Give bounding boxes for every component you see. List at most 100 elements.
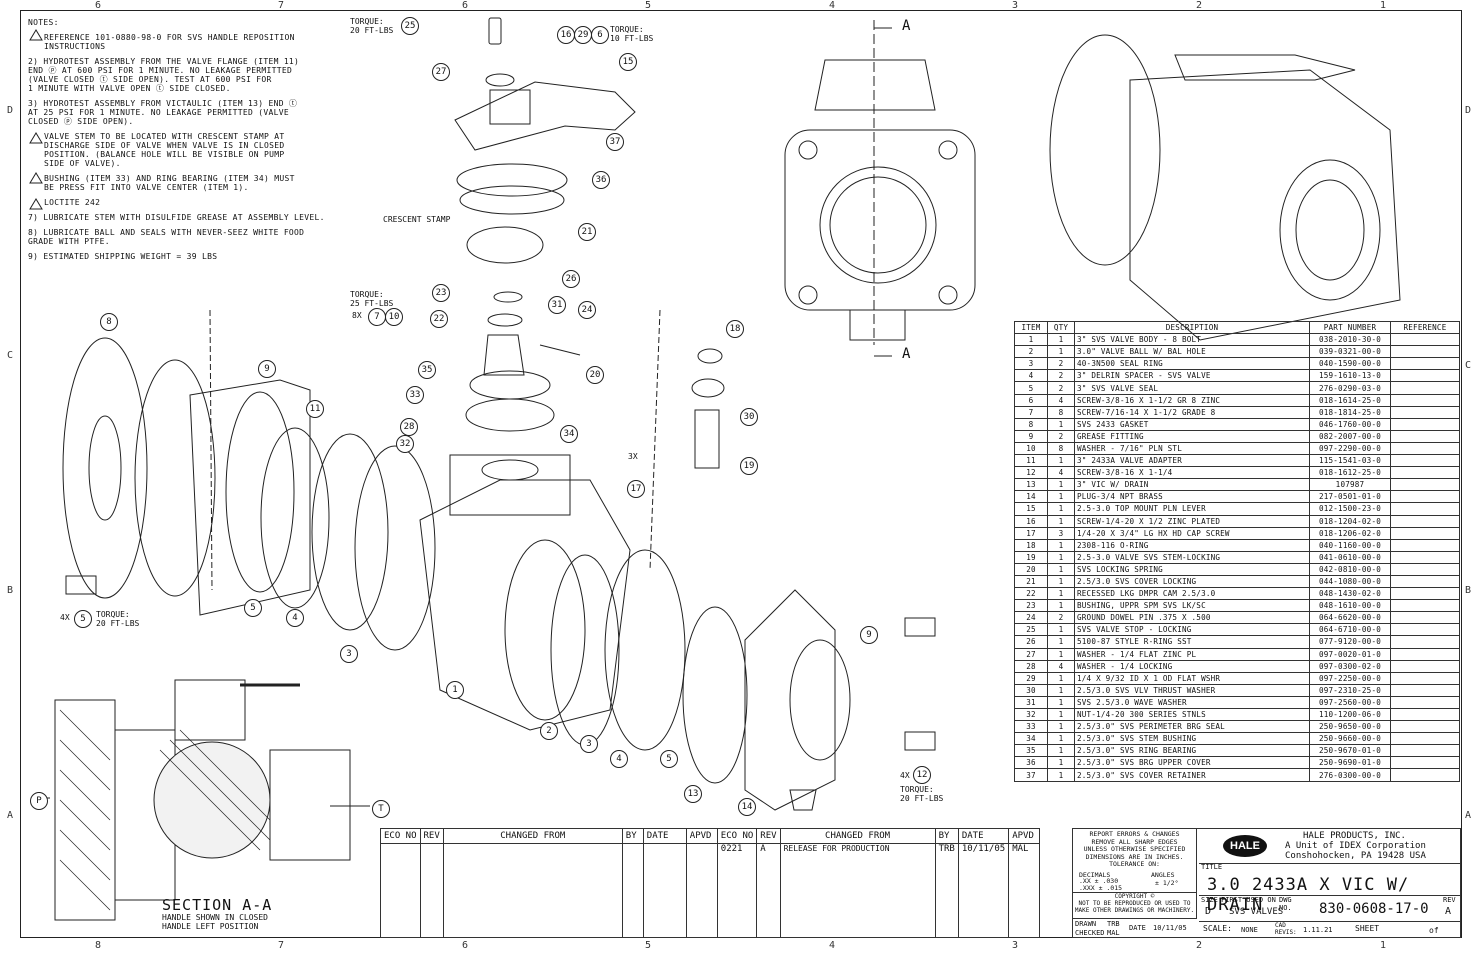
bom-qty: 1 bbox=[1047, 514, 1075, 528]
balloon-8: 8 bbox=[100, 313, 118, 331]
note-1: REFERENCE 101-0880-98-0 FOR SVS HANDLE R… bbox=[44, 33, 295, 51]
zone-right-a: A bbox=[1465, 810, 1472, 821]
bom-part-number: 018-1204-02-0 bbox=[1309, 514, 1391, 528]
torque-callout-lever: TORQUE: 10 FT-LBS bbox=[610, 25, 654, 43]
qty-3x: 3X bbox=[628, 452, 638, 461]
balloon-29: 29 bbox=[574, 26, 592, 44]
section-flange bbox=[54, 699, 116, 921]
balloon-9-right: 9 bbox=[860, 626, 878, 644]
balloon-5-left: 5 bbox=[244, 599, 262, 617]
scale-value: NONE bbox=[1241, 926, 1258, 934]
bom-part-number: 250-9690-01-0 bbox=[1309, 756, 1391, 770]
bom-item: 15 bbox=[1014, 502, 1048, 516]
bom-qty: 3 bbox=[1047, 526, 1075, 540]
bom-part-number: 110-1200-06-0 bbox=[1309, 707, 1391, 722]
company-city: Conshohocken, PA 19428 USA bbox=[1285, 851, 1426, 861]
bom-item: 37 bbox=[1014, 768, 1048, 782]
section-title: SECTION A-A bbox=[162, 896, 273, 914]
bom-part-number: 048-1610-00-0 bbox=[1309, 599, 1391, 613]
bom-reference bbox=[1390, 550, 1460, 564]
balloon-3-right: 3 bbox=[580, 735, 598, 753]
bom-part-number: 250-9670-01-0 bbox=[1309, 744, 1391, 758]
bom-part-number: 048-1430-02-0 bbox=[1309, 587, 1391, 601]
bom-item: 9 bbox=[1014, 429, 1048, 443]
bom-qty: 8 bbox=[1047, 405, 1075, 419]
bom-part-number: 159-1610-13-0 bbox=[1309, 369, 1391, 383]
bom-description: PLUG-3/4 NPT BRASS bbox=[1074, 490, 1310, 504]
note-6: LOCTITE 242 bbox=[44, 198, 101, 207]
bom-item: 12 bbox=[1014, 466, 1048, 480]
front-view-handle bbox=[814, 59, 936, 111]
bom-description: 2.5/3.0" SVS COVER RETAINER bbox=[1074, 768, 1310, 782]
cad-revision-value: 1.11.21 bbox=[1303, 926, 1333, 934]
bom-description: 3" DELRIN SPACER - SVS VALVE bbox=[1074, 369, 1310, 383]
bom-part-number: 041-0610-00-0 bbox=[1309, 550, 1391, 564]
bom-description: 40-3N500 SEAL RING bbox=[1074, 357, 1310, 371]
bom-reference bbox=[1390, 695, 1460, 710]
size-label: SIZE bbox=[1201, 896, 1218, 904]
spacer-left bbox=[311, 433, 389, 631]
note-4: VALVE STEM TO BE LOCATED WITH CRESCENT S… bbox=[44, 132, 285, 168]
bom-qty: 4 bbox=[1047, 466, 1075, 480]
zone-top-8: 6 bbox=[95, 0, 102, 11]
bom-header-reference: REFERENCE bbox=[1390, 320, 1460, 335]
bom-item: 5 bbox=[1014, 381, 1048, 395]
revision-header-row: ECO NO REV CHANGED FROM BY DATE APVD ECO… bbox=[380, 828, 1041, 844]
revision-table: ECO NO REV CHANGED FROM BY DATE APVD ECO… bbox=[380, 828, 1041, 938]
bom-item: 14 bbox=[1014, 490, 1048, 504]
bom-reference bbox=[1390, 417, 1460, 431]
rev-h-date-2: DATE bbox=[957, 828, 1010, 844]
rev-h-changed: CHANGED FROM bbox=[442, 828, 623, 844]
bom-description: 2.5/3.0 SVS VLV THRUST WASHER bbox=[1074, 683, 1310, 697]
balloon-7: 7 bbox=[368, 308, 386, 326]
bom-description: WASHER - 7/16" PLN STL bbox=[1074, 441, 1310, 456]
iso-victaulic bbox=[1279, 159, 1381, 301]
bom-description: 5100-87 STYLE R-RING SST bbox=[1074, 635, 1310, 649]
balloon-3: 3 bbox=[340, 645, 358, 663]
note-flag-icon bbox=[29, 198, 43, 210]
bom-part-number: 097-2310-25-0 bbox=[1309, 683, 1391, 697]
bom-part-number: 250-9650-00-0 bbox=[1309, 720, 1391, 734]
bom-description: 2.5-3.0 VALVE SVS STEM-LOCKING bbox=[1074, 550, 1310, 564]
balloon-28: 28 bbox=[400, 418, 418, 436]
locking-cam bbox=[483, 334, 525, 376]
angles-label: ANGLES bbox=[1151, 871, 1175, 879]
balloon-23: 23 bbox=[432, 284, 450, 302]
iso-handle bbox=[1174, 54, 1356, 81]
balloon-16: 16 bbox=[557, 26, 575, 44]
bom-qty: 4 bbox=[1047, 659, 1075, 673]
bom-part-number: 276-0290-03-0 bbox=[1309, 381, 1391, 395]
section-marker-top: A bbox=[902, 18, 911, 34]
bom-reference bbox=[1390, 647, 1460, 661]
bom-item: 17 bbox=[1014, 526, 1048, 540]
bom-part-number: 097-2290-00-0 bbox=[1309, 441, 1391, 456]
crescent-stamp-label: CRESCENT STAMP bbox=[383, 215, 451, 224]
bom-reference bbox=[1390, 502, 1460, 516]
bom-item: 24 bbox=[1014, 611, 1048, 625]
brass-plug bbox=[789, 789, 817, 811]
bom-qty: 1 bbox=[1047, 768, 1075, 782]
screw-right-b bbox=[904, 731, 936, 751]
note-3: 3) HYDROTEST ASSEMBLY FROM VICTAULIC (IT… bbox=[28, 99, 298, 126]
rev-eco-no: 0221 bbox=[716, 843, 758, 938]
drawing-title: 3.0 2433A X VIC W/ DRAIN bbox=[1207, 875, 1410, 915]
bom-part-number: 018-1614-25-0 bbox=[1309, 393, 1391, 407]
bom-qty: 2 bbox=[1047, 611, 1075, 625]
balloon-11: 11 bbox=[306, 400, 324, 418]
balloon-34: 34 bbox=[560, 425, 578, 443]
rev-apvd: MAL bbox=[1008, 843, 1041, 938]
valve-seal-right bbox=[682, 606, 748, 784]
cad-revision-label: CAD REVIS: bbox=[1275, 922, 1297, 936]
thrust-washer bbox=[691, 378, 725, 398]
bom-description: 2.5/3.0" SVS RING BEARING bbox=[1074, 744, 1310, 758]
zone-top-7: 7 bbox=[278, 0, 285, 11]
